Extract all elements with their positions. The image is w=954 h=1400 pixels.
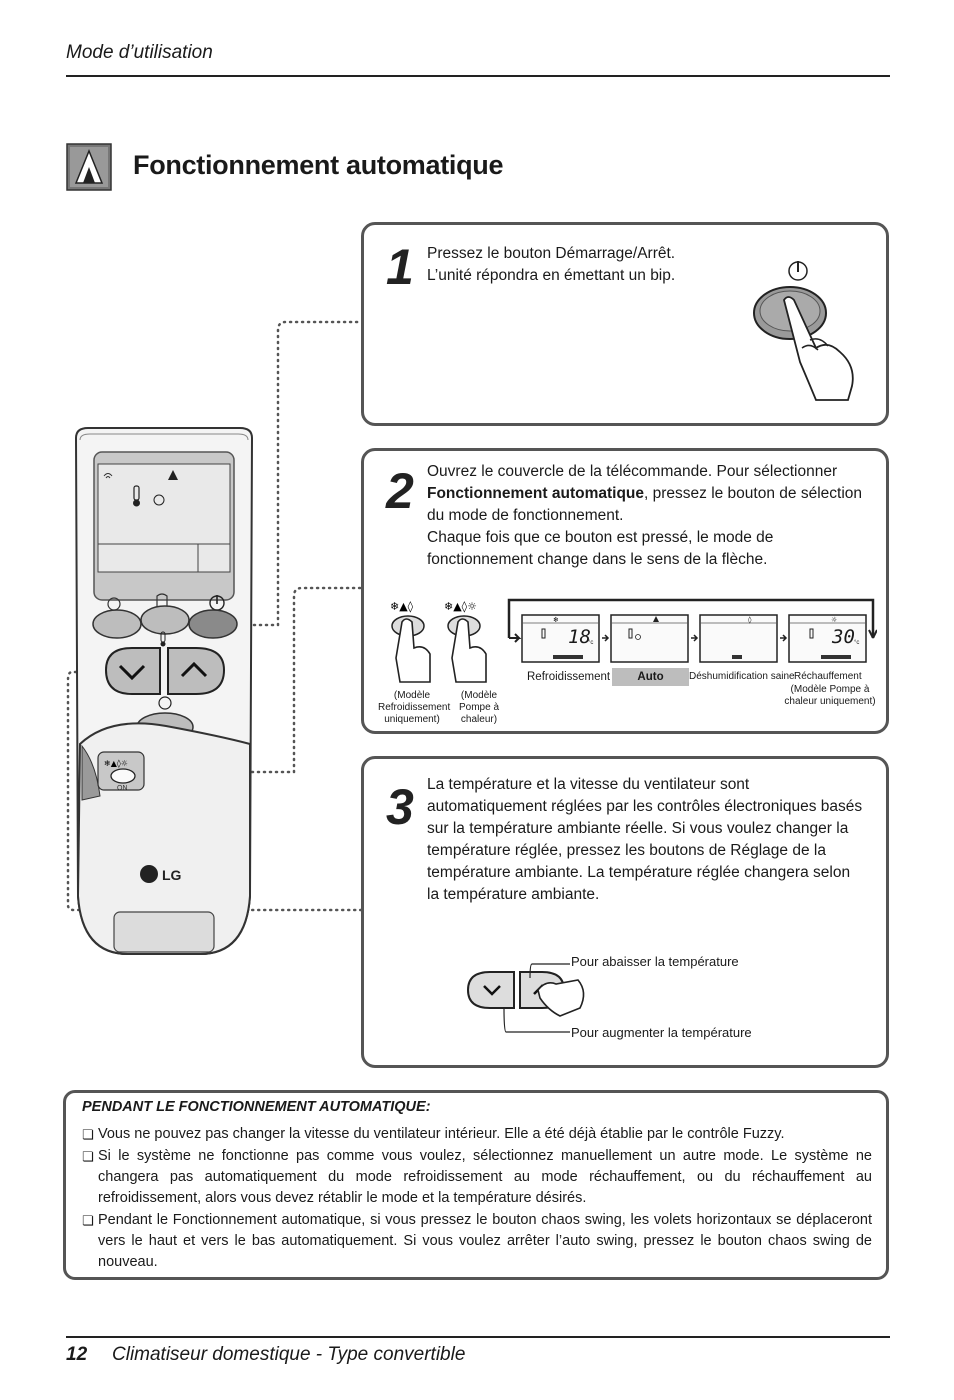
step2-number: 2 <box>386 463 414 519</box>
note-title: PENDANT LE FONCTIONNEMENT AUTOMATIQUE: <box>82 1099 431 1115</box>
note-item: ❏ Pendant le Fonctionnement automatique, … <box>82 1210 872 1273</box>
label-raise-temp: Pour augmenter la température <box>571 1025 752 1040</box>
note-item: ❏ Vous ne pouvez pas changer la vitesse d… <box>82 1124 872 1145</box>
svg-text:◊: ◊ <box>748 616 752 624</box>
caption-heat-model: (Modèle Pompe à chaleur) <box>458 690 500 725</box>
remote-brand: LG <box>162 867 182 883</box>
hand-press-power-icon <box>753 261 854 401</box>
mode-label-heat-note: (Modèle Pompe à chaleur uniquement) <box>784 684 876 707</box>
step1-line1: Pressez le bouton Démarrage/Arrêt. <box>427 245 676 262</box>
step1-text: Pressez le bouton Démarrage/Arrêt. L’uni… <box>427 243 757 287</box>
note-item-text: Vous ne pouvez pas changer la vitesse du… <box>98 1126 785 1142</box>
note-item: ❏ Si le système ne fonctionne pas comme v… <box>82 1146 872 1209</box>
svg-text:❄▲◊: ❄▲◊ <box>390 600 414 613</box>
step2-text2: Chaque fois que ce bouton est pressé, le… <box>427 529 774 568</box>
step3-number: 3 <box>386 779 414 835</box>
mode-label-cool: Refroidissement <box>527 671 611 683</box>
display-heat-unit: °c <box>854 640 860 646</box>
step1-line2: L’unité répondra en émettant un bip. <box>427 267 676 284</box>
svg-text:☼: ☼ <box>831 616 837 624</box>
note-list: ❏ Vous ne pouvez pas changer la vitesse d… <box>82 1124 872 1274</box>
checkbox-bullet-icon: ❏ <box>82 1127 94 1142</box>
note-box <box>63 1090 889 1280</box>
step2-text-before: Ouvrez le couvercle de la télécommande. … <box>427 463 838 480</box>
header-rule <box>66 75 890 77</box>
step2-text-bold: Fonctionnement automatique <box>427 485 644 502</box>
header-title: Mode d’utilisation <box>66 42 213 63</box>
label-lower-temp: Pour abaisser la température <box>571 954 739 969</box>
footer-title: Climatiseur domestique - Type convertibl… <box>112 1344 466 1365</box>
display-heat-temp: 30 <box>832 626 855 648</box>
caption-cool-model: (Modèle Refroidissement uniquement) <box>378 690 451 725</box>
note-item-text: Pendant le Fonctionnement automatique, s… <box>98 1212 872 1270</box>
mode-label-heat: Réchauffement <box>794 671 862 682</box>
step2-text-after: , pressez le bouton de sélection du mode… <box>427 485 862 524</box>
step2-text: Ouvrez le couvercle de la télécommande. … <box>427 461 867 571</box>
remote-on-label: ON <box>117 785 128 792</box>
auto-mode-icon <box>66 143 112 191</box>
step3-box <box>361 756 889 1068</box>
svg-text:❄: ❄ <box>553 616 559 624</box>
footer-rule <box>66 1336 890 1338</box>
step2-box <box>361 448 889 734</box>
svg-text:❄▲◊☼: ❄▲◊☼ <box>444 600 477 613</box>
mode-sequence-diagram: ❄ ◊ ☼ <box>507 598 877 663</box>
note-item-text: Si le système ne fonctionne pas comme vo… <box>98 1148 872 1206</box>
mode-buttons-illustration: ❄▲◊ ❄▲◊☼ <box>390 600 487 683</box>
svg-text:❄▲◊☼: ❄▲◊☼ <box>104 759 128 768</box>
temp-buttons-illustration <box>466 963 585 1033</box>
display-cool-unit: °c <box>588 640 594 646</box>
remote-control: ❄▲◊☼ <box>74 427 254 955</box>
mode-label-auto: Auto <box>612 668 689 686</box>
step1-number: 1 <box>386 239 414 295</box>
page-number: 12 <box>66 1344 88 1365</box>
checkbox-bullet-icon: ❏ <box>82 1149 94 1164</box>
display-cool-temp: 18 <box>568 626 591 648</box>
mode-label-dry: Déshumidification saine <box>689 671 795 682</box>
section-title: Fonctionnement automatique <box>133 150 504 180</box>
step3-text: La température et la vitesse du ventilat… <box>427 776 863 903</box>
checkbox-bullet-icon: ❏ <box>82 1213 94 1228</box>
